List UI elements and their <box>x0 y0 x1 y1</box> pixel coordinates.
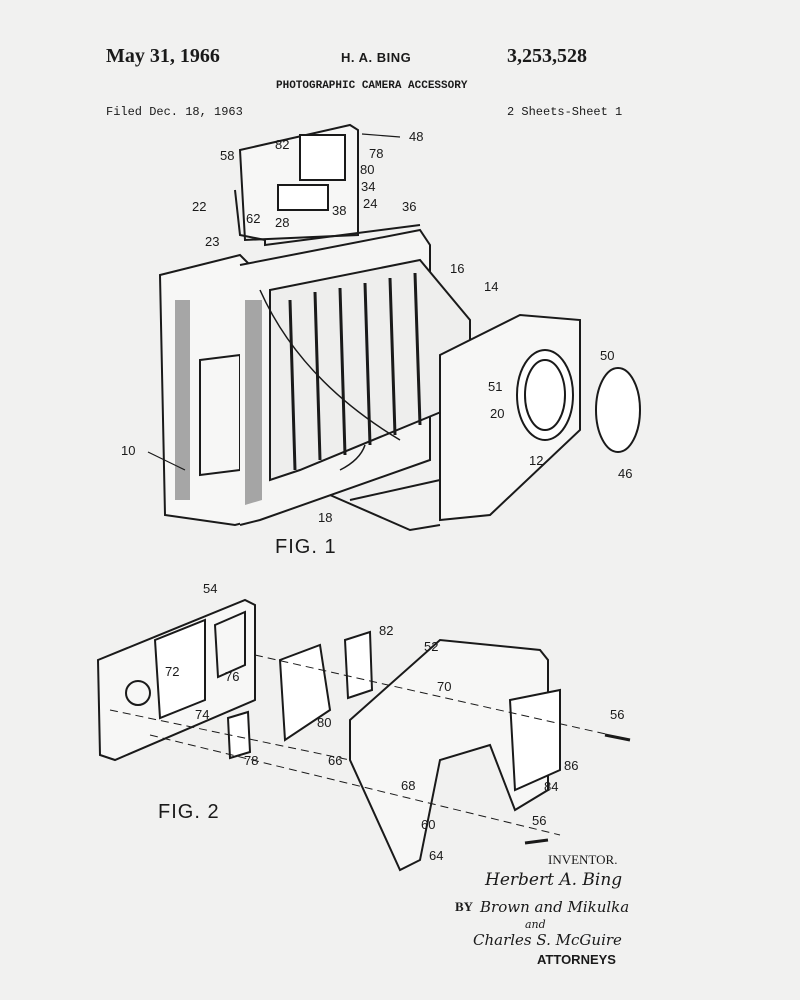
ref-numeral: 51 <box>488 379 503 394</box>
ref-numeral: 54 <box>203 581 218 596</box>
attorneys-label: ATTORNEYS <box>537 952 616 967</box>
ref-numeral: 66 <box>328 753 343 768</box>
ref-numeral: 70 <box>437 679 452 694</box>
ref-numeral: 10 <box>121 443 136 458</box>
ref-numeral: 76 <box>225 669 240 684</box>
ref-numeral: 56 <box>610 707 625 722</box>
ref-numeral: 80 <box>317 715 332 730</box>
ref-numeral: 52 <box>424 639 439 654</box>
patent-title: PHOTOGRAPHIC CAMERA ACCESSORY <box>276 80 468 92</box>
by-label: BY <box>455 899 474 914</box>
ref-numeral: 14 <box>484 279 499 294</box>
ref-numeral: 18 <box>318 510 333 525</box>
ref-numeral: 78 <box>369 146 384 161</box>
fig1-caption: FIG. 1 <box>275 536 337 558</box>
ref-numeral: 82 <box>275 137 290 152</box>
ref-numeral: 24 <box>363 196 378 211</box>
ref-numeral: 12 <box>529 453 544 468</box>
ref-numeral: 72 <box>165 664 180 679</box>
ref-numeral: 34 <box>361 179 376 194</box>
ref-numeral: 60 <box>421 817 436 832</box>
ref-numeral: 68 <box>401 778 416 793</box>
ref-numeral: 74 <box>195 707 210 722</box>
filed-date: Filed Dec. 18, 1963 <box>106 105 243 119</box>
ref-numeral: 64 <box>429 848 444 863</box>
fig1-camera-drawing <box>158 123 641 532</box>
sheet-count: 2 Sheets-Sheet 1 <box>507 105 623 119</box>
ref-numeral: 48 <box>409 129 424 144</box>
ref-numeral: 84 <box>544 779 559 794</box>
patent-date: May 31, 1966 <box>106 45 220 67</box>
ref-numeral: 80 <box>360 162 375 177</box>
ref-numeral: 58 <box>220 148 235 163</box>
ref-numeral: 46 <box>618 466 633 481</box>
ref-numeral: 22 <box>192 199 207 214</box>
ref-numeral: 50 <box>600 348 615 363</box>
ref-numeral: 82 <box>379 623 394 638</box>
attorney-signature-and: and <box>525 918 546 931</box>
patent-number: 3,253,528 <box>507 45 587 67</box>
inventor-label: INVENTOR. <box>548 852 618 867</box>
ref-numeral: 16 <box>450 261 465 276</box>
ref-numeral: 28 <box>275 215 290 230</box>
ref-numeral: 20 <box>490 406 505 421</box>
ref-numeral: 86 <box>564 758 579 773</box>
ref-numeral: 56 <box>532 813 547 828</box>
ref-numeral: 36 <box>402 199 417 214</box>
ref-numeral: 38 <box>332 203 347 218</box>
ref-numeral: 23 <box>205 234 220 249</box>
fig2-viewfinder-exploded-drawing <box>96 598 631 872</box>
attorney-signature-1: Brown and Mikulka <box>480 898 630 916</box>
inventor-signature: Herbert A. Bing <box>485 870 623 890</box>
fig2-caption: FIG. 2 <box>158 801 220 823</box>
ref-numeral: 62 <box>246 211 261 226</box>
attorney-signature-2: Charles S. McGuire <box>473 931 622 949</box>
inventor-name: H. A. BING <box>341 50 412 65</box>
ref-numeral: 78 <box>244 753 259 768</box>
